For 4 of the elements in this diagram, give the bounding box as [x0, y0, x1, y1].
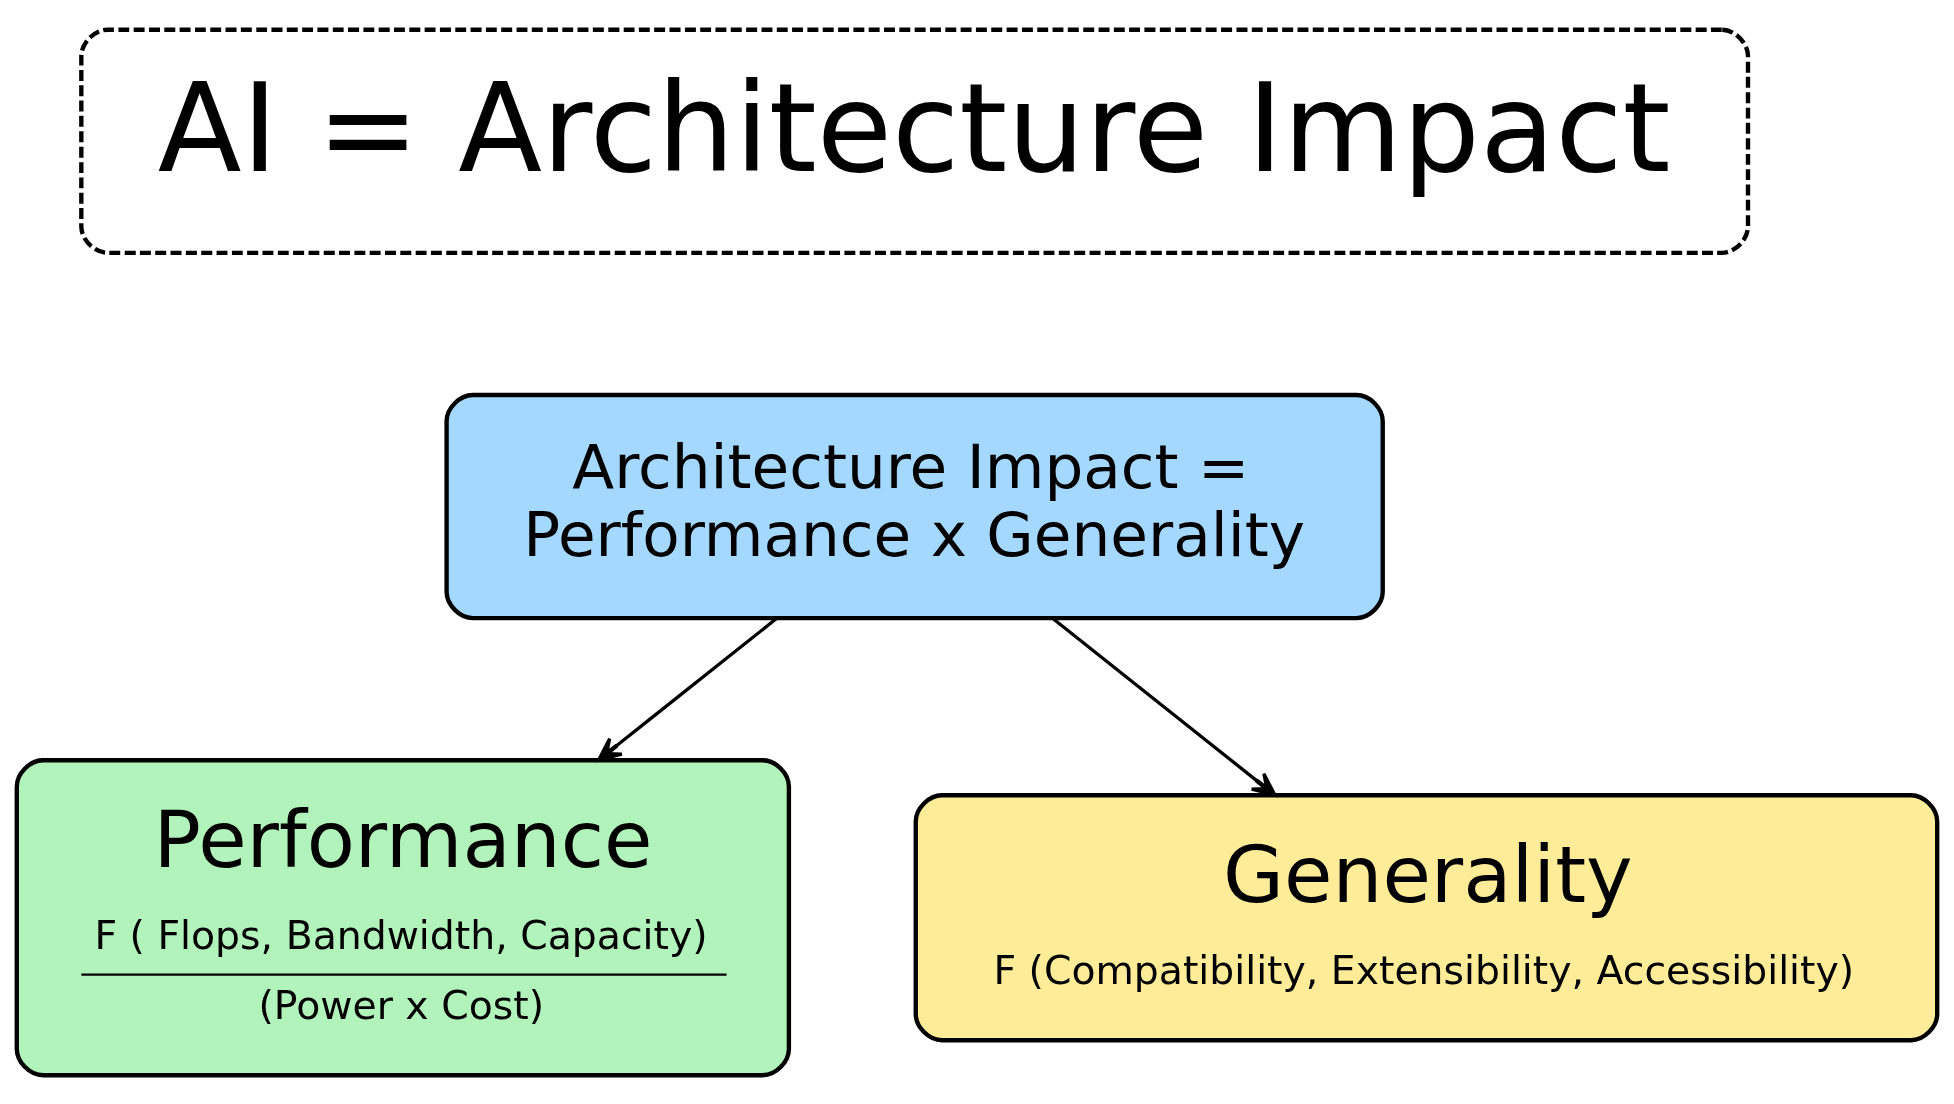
node-box: Performance F ( Flops, Bandwidth, Capacity) (Power x Cost)	[14, 757, 792, 1077]
node-box: Architecture Impact = Performance x Generality	[444, 392, 1385, 620]
node-box: Generality F (Compatibility, Extensibility, Accessibility)	[913, 792, 1940, 1042]
node-box: AI = Architecture Impact	[79, 27, 1751, 255]
